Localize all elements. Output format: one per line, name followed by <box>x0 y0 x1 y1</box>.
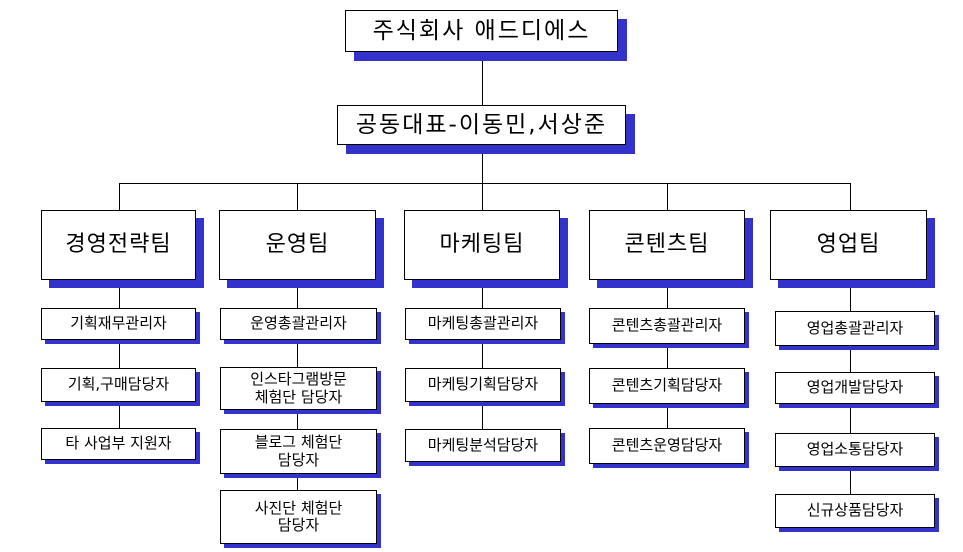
role-box-label: 콘텐츠기획담당자 <box>611 376 723 395</box>
connector-line <box>482 52 483 105</box>
role-box: 인스타그램방문 체험단 담당자 <box>220 367 377 410</box>
team-box: 마케팅팀 <box>404 210 560 280</box>
role-box: 영업개발담당자 <box>775 372 935 404</box>
company-box-label: 주식회사 애드디에스 <box>372 17 591 44</box>
role-box-label: 콘텐츠운영담당자 <box>611 436 723 455</box>
connector-line <box>667 280 668 428</box>
role-box-label: 마케팅분석담당자 <box>427 435 539 454</box>
team-box-label: 운영팀 <box>265 232 330 258</box>
role-box-label: 기획,구매담당자 <box>67 375 170 394</box>
role-box: 타 사업부 지원자 <box>41 428 196 460</box>
team-box-label: 마케팅팀 <box>439 232 525 258</box>
connector-line <box>667 183 668 210</box>
role-box: 마케팅기획담당자 <box>405 368 561 402</box>
role-box-label: 사진단 체험단 담당자 <box>254 498 343 534</box>
role-box-label: 기획재무관리자 <box>70 314 167 333</box>
team-box: 콘텐츠팀 <box>589 210 745 280</box>
ceo-box: 공동대표-이동민,서상준 <box>337 105 626 145</box>
role-box: 마케팅분석담당자 <box>405 429 561 462</box>
team-box-label: 경영전략팀 <box>65 232 172 258</box>
role-box: 영업총괄관리자 <box>775 311 935 346</box>
role-box-label: 마케팅총괄관리자 <box>427 314 539 333</box>
connector-line <box>297 183 298 210</box>
role-box-label: 마케팅기획담당자 <box>427 375 539 394</box>
role-box-label: 신규상품담당자 <box>806 501 904 520</box>
role-box-label: 영업소통담당자 <box>806 440 904 459</box>
role-box: 영업소통담당자 <box>775 433 935 467</box>
role-box: 블로그 체험단 담당자 <box>220 429 377 474</box>
ceo-box-label: 공동대표-이동민,서상준 <box>355 111 608 138</box>
role-box: 콘텐츠총괄관리자 <box>589 308 745 344</box>
role-box-label: 영업개발담당자 <box>806 378 904 397</box>
team-box-label: 영업팀 <box>816 232 881 258</box>
role-box-label: 인스타그램방문 체험단 담당자 <box>250 370 347 406</box>
role-box-label: 콘텐츠총괄관리자 <box>611 316 723 335</box>
role-box-label: 블로그 체험단 담당자 <box>254 433 343 469</box>
connector-line <box>482 145 483 183</box>
connector-line <box>482 183 483 210</box>
role-box-label: 타 사업부 지원자 <box>65 434 172 453</box>
team-box: 경영전략팀 <box>41 210 196 280</box>
company-box: 주식회사 애드디에스 <box>345 10 618 52</box>
role-box: 콘텐츠운영담당자 <box>589 428 745 464</box>
role-box: 기획,구매담당자 <box>41 368 196 402</box>
role-box: 신규상품담당자 <box>775 494 935 528</box>
connector-line <box>119 183 120 210</box>
team-box-label: 콘텐츠팀 <box>624 232 710 258</box>
connector-line <box>119 280 120 428</box>
role-box: 사진단 체험단 담당자 <box>220 490 377 544</box>
connector-line <box>482 280 483 429</box>
team-box: 영업팀 <box>770 210 927 280</box>
role-box: 운영총괄관리자 <box>220 308 377 340</box>
role-box-label: 영업총괄관리자 <box>806 318 904 337</box>
role-box: 기획재무관리자 <box>41 308 196 340</box>
team-box: 운영팀 <box>219 210 376 280</box>
connector-line <box>850 183 851 210</box>
role-box: 마케팅총괄관리자 <box>405 308 561 340</box>
role-box: 콘텐츠기획담당자 <box>589 368 745 404</box>
connector-line <box>119 183 851 184</box>
role-box-label: 운영총괄관리자 <box>250 314 347 333</box>
